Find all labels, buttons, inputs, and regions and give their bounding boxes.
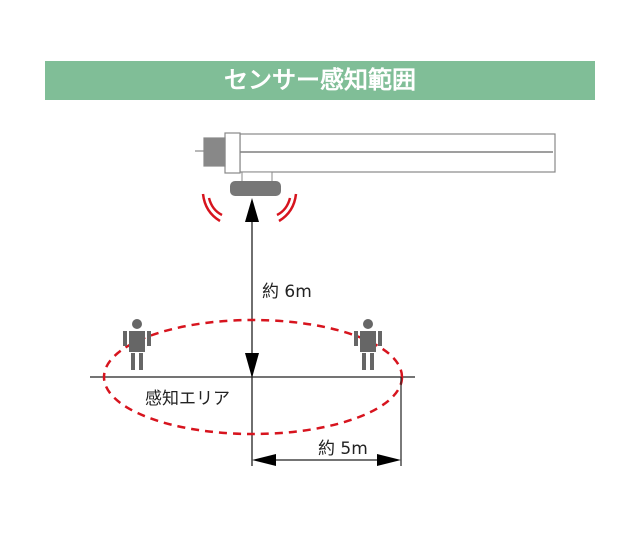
radius-label: 約 5m (318, 439, 368, 459)
detection-area-ellipse (102, 318, 404, 436)
led-tube (195, 132, 556, 174)
area-label: 感知エリア (145, 389, 230, 409)
radius-dimension (252, 377, 402, 466)
title-banner: センサー感知範囲 (45, 61, 595, 100)
height-label: 約 6m (262, 282, 312, 302)
height-arrow (245, 198, 259, 466)
person-icon (354, 319, 382, 370)
person-icon (123, 319, 151, 370)
sensor-knob (230, 171, 281, 196)
signal-waves-icon (201, 193, 298, 223)
